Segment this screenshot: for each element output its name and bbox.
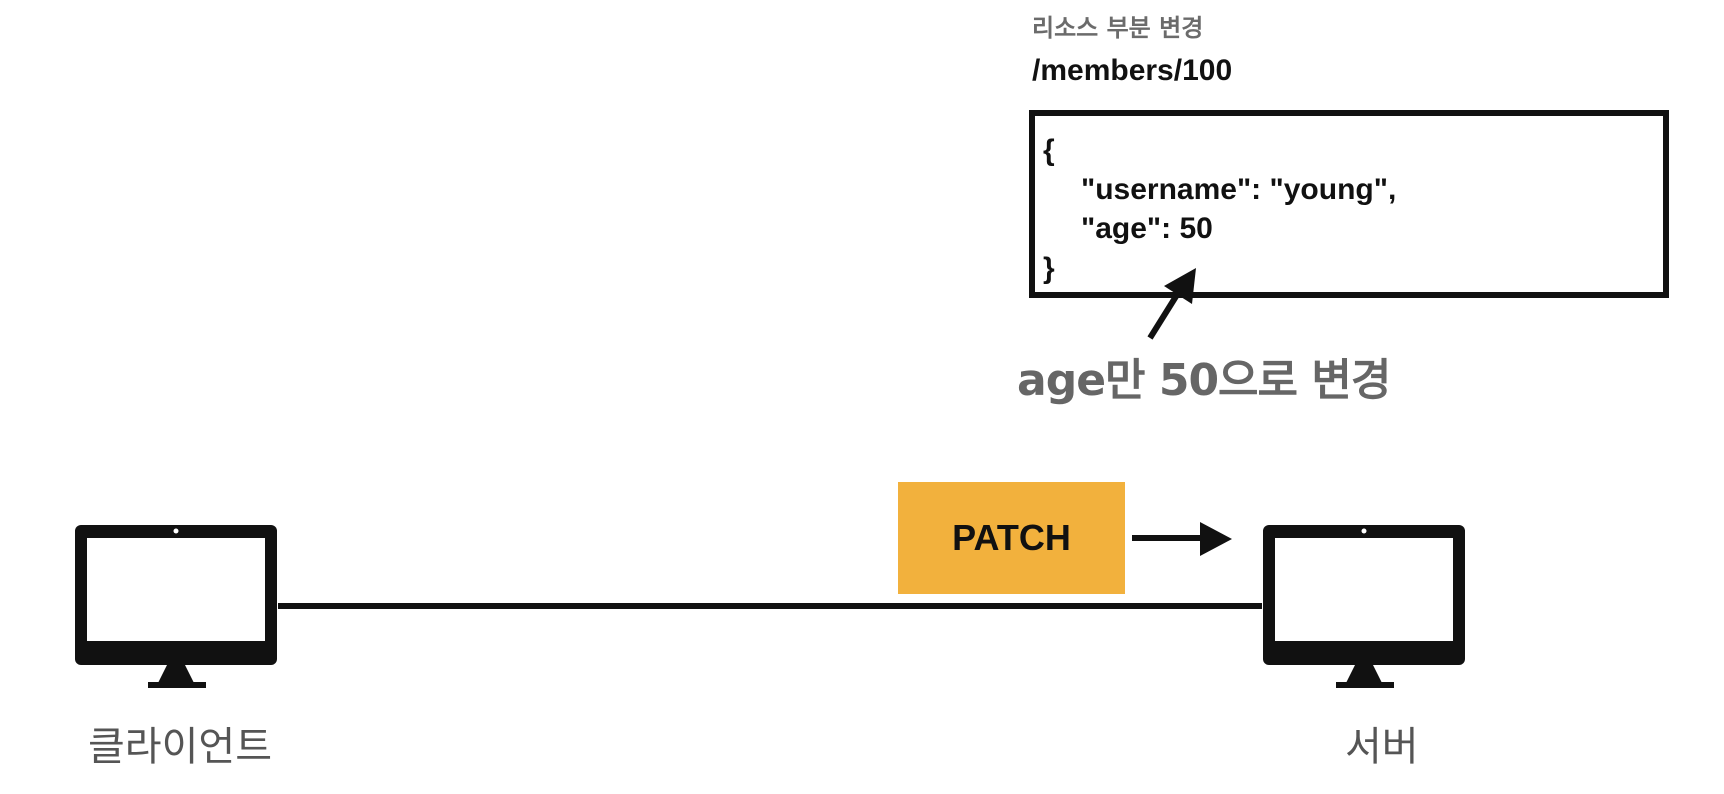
json-line-age: "age": 50: [1081, 212, 1213, 245]
http-method-label: PATCH: [952, 517, 1071, 558]
server-label: 서버: [1345, 724, 1419, 770]
diagram-title: 리소스 부분 변경: [1032, 14, 1204, 42]
client-monitor-icon: [75, 525, 277, 688]
request-arrow: [1132, 522, 1232, 556]
json-line-username: "username": "young",: [1081, 173, 1397, 206]
json-line-close: }: [1043, 252, 1055, 285]
json-body-box: { "username": "young", "age": 50 }: [1029, 110, 1669, 298]
change-annotation: age만 50으로 변경: [1017, 355, 1391, 406]
server-monitor-icon: [1263, 525, 1465, 688]
json-line-open: {: [1043, 134, 1055, 167]
annotation-arrow: [1147, 268, 1196, 340]
resource-path: /members/100: [1032, 54, 1233, 87]
client-label: 클라이언트: [88, 724, 272, 770]
http-method-box: PATCH: [898, 482, 1125, 594]
